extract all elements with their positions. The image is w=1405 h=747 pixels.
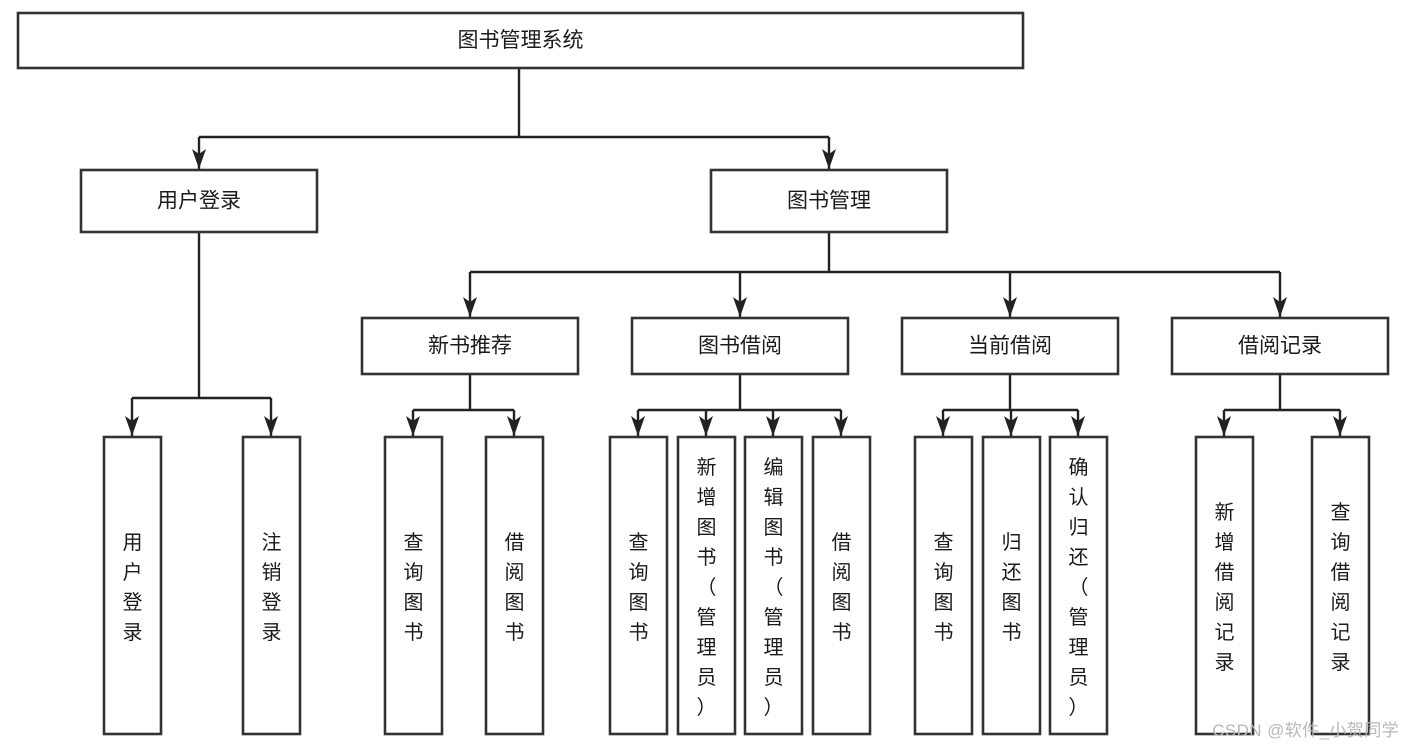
box-label-root: 图书管理系统 bbox=[458, 29, 584, 52]
arrow-head-icon bbox=[463, 297, 477, 317]
node-box-leaf-rec-query-record[interactable]: 查询借阅记录 bbox=[1310, 435, 1371, 736]
box-outline-leaf-rec-query-book bbox=[383, 435, 444, 736]
arrow-head-icon bbox=[733, 297, 747, 317]
box-outline-leaf-rec-query-record bbox=[1310, 435, 1371, 736]
node-box-root[interactable]: 图书管理系统 bbox=[16, 11, 1025, 70]
box-outline-leaf-logout bbox=[241, 435, 302, 736]
box-label-leaf-cur-return-book: 归还图书 bbox=[1002, 531, 1022, 644]
connector-conn-root bbox=[197, 68, 831, 169]
connector-conn-book-mgmt bbox=[468, 232, 1282, 317]
box-label-leaf-borrow-edit-book: 编辑图书（管理员） bbox=[764, 456, 784, 719]
arrow-head-icon bbox=[1217, 416, 1231, 436]
arrow-head-icon bbox=[507, 416, 521, 436]
box-outline-l3-new-book-rec bbox=[360, 316, 580, 376]
arrow-head-icon bbox=[631, 416, 645, 436]
node-box-leaf-borrow-borrow-book[interactable]: 借阅图书 bbox=[811, 435, 872, 736]
box-label-leaf-rec-query-book: 查询图书 bbox=[404, 531, 424, 644]
box-label-leaf-user-login: 用户登录 bbox=[123, 532, 143, 644]
arrow-head-icon bbox=[406, 416, 420, 436]
box-label-l3-borrow-record: 借阅记录 bbox=[1238, 335, 1322, 358]
connector-conn-borrow-record-leaves bbox=[1222, 374, 1342, 436]
arrow-head-icon bbox=[936, 416, 950, 436]
node-box-l2-user-login[interactable]: 用户登录 bbox=[79, 168, 319, 234]
box-label-leaf-borrow-borrow-book: 借阅图书 bbox=[832, 531, 852, 644]
arrow-head-icon bbox=[834, 416, 848, 436]
box-label-l3-book-borrow: 图书借阅 bbox=[698, 335, 782, 358]
node-box-leaf-cur-return-book[interactable]: 归还图书 bbox=[981, 435, 1042, 736]
node-box-leaf-borrow-edit-book[interactable]: 编辑图书（管理员） bbox=[743, 435, 804, 736]
node-box-leaf-cur-confirm-return[interactable]: 确认归还（管理员） bbox=[1048, 435, 1109, 736]
connector-conn-new-book-rec-leaves bbox=[411, 374, 516, 436]
arrow-head-icon bbox=[1071, 416, 1085, 436]
box-outline-l3-borrow-record bbox=[1170, 316, 1390, 376]
box-outline-leaf-rec-add-record bbox=[1194, 435, 1255, 736]
box-outline-leaf-cur-query-book bbox=[913, 435, 974, 736]
box-outline-leaf-borrow-edit-book bbox=[743, 435, 804, 736]
node-box-l3-current-borrow[interactable]: 当前借阅 bbox=[900, 316, 1120, 376]
arrow-head-icon bbox=[1004, 416, 1018, 436]
box-outline-leaf-borrow-add-book bbox=[676, 435, 737, 736]
node-box-leaf-rec-query-book[interactable]: 查询图书 bbox=[383, 435, 444, 736]
node-box-l3-new-book-rec[interactable]: 新书推荐 bbox=[360, 316, 580, 376]
node-box-leaf-borrow-add-book[interactable]: 新增图书（管理员） bbox=[676, 435, 737, 736]
box-outline-l2-user-login bbox=[79, 168, 319, 234]
arrow-head-icon bbox=[125, 416, 139, 436]
connector-conn-book-borrow-leaves bbox=[636, 374, 843, 436]
node-box-leaf-rec-add-record[interactable]: 新增借阅记录 bbox=[1194, 435, 1255, 736]
box-outline-leaf-rec-borrow-book bbox=[484, 435, 545, 736]
box-outline-leaf-borrow-query-book bbox=[608, 435, 669, 736]
box-label-l2-user-login: 用户登录 bbox=[157, 190, 241, 213]
box-label-leaf-cur-confirm-return: 确认归还（管理员） bbox=[1069, 456, 1089, 719]
box-outline-leaf-cur-confirm-return bbox=[1048, 435, 1109, 736]
node-box-leaf-borrow-query-book[interactable]: 查询图书 bbox=[608, 435, 669, 736]
node-box-leaf-cur-query-book[interactable]: 查询图书 bbox=[913, 435, 974, 736]
box-label-leaf-rec-borrow-book: 借阅图书 bbox=[505, 531, 525, 644]
box-outline-l3-current-borrow bbox=[900, 316, 1120, 376]
box-outline-l3-book-borrow bbox=[630, 316, 850, 376]
node-box-l3-borrow-record[interactable]: 借阅记录 bbox=[1170, 316, 1390, 376]
box-label-leaf-rec-add-record: 新增借阅记录 bbox=[1215, 501, 1235, 674]
arrow-head-icon bbox=[264, 416, 278, 436]
box-outline-leaf-cur-return-book bbox=[981, 435, 1042, 736]
arrow-head-icon bbox=[766, 416, 780, 436]
box-label-l3-new-book-rec: 新书推荐 bbox=[428, 335, 512, 358]
node-box-leaf-rec-borrow-book[interactable]: 借阅图书 bbox=[484, 435, 545, 736]
box-outline-leaf-borrow-borrow-book bbox=[811, 435, 872, 736]
arrow-head-icon bbox=[822, 149, 836, 169]
node-box-l3-book-borrow[interactable]: 图书借阅 bbox=[630, 316, 850, 376]
connectors-layer bbox=[125, 68, 1347, 436]
node-box-l2-book-mgmt[interactable]: 图书管理 bbox=[709, 168, 949, 234]
box-label-leaf-borrow-add-book: 新增图书（管理员） bbox=[697, 456, 717, 719]
arrow-head-icon bbox=[1333, 416, 1347, 436]
box-outline-root bbox=[16, 11, 1025, 70]
box-label-l3-current-borrow: 当前借阅 bbox=[968, 335, 1052, 358]
watermark-text: CSDN @软件_小贺同学 bbox=[1212, 721, 1399, 740]
boxes-layer: 图书管理系统用户登录图书管理新书推荐图书借阅当前借阅借阅记录用户登录注销登录查询… bbox=[16, 11, 1390, 736]
box-label-l2-book-mgmt: 图书管理 bbox=[787, 190, 871, 213]
node-box-leaf-user-login[interactable]: 用户登录 bbox=[102, 435, 163, 736]
box-outline-leaf-user-login bbox=[102, 435, 163, 736]
box-label-leaf-borrow-query-book: 查询图书 bbox=[629, 531, 649, 644]
node-box-leaf-logout[interactable]: 注销登录 bbox=[241, 435, 302, 736]
arrow-head-icon bbox=[699, 416, 713, 436]
box-outline-l2-book-mgmt bbox=[709, 168, 949, 234]
arrow-head-icon bbox=[1003, 297, 1017, 317]
box-label-leaf-rec-query-record: 查询借阅记录 bbox=[1331, 501, 1351, 674]
box-label-leaf-cur-query-book: 查询图书 bbox=[934, 531, 954, 644]
arrow-head-icon bbox=[192, 149, 206, 169]
box-label-leaf-logout: 注销登录 bbox=[262, 531, 282, 644]
arrow-head-icon bbox=[1273, 297, 1287, 317]
connector-conn-user-login-leaves bbox=[130, 232, 273, 436]
